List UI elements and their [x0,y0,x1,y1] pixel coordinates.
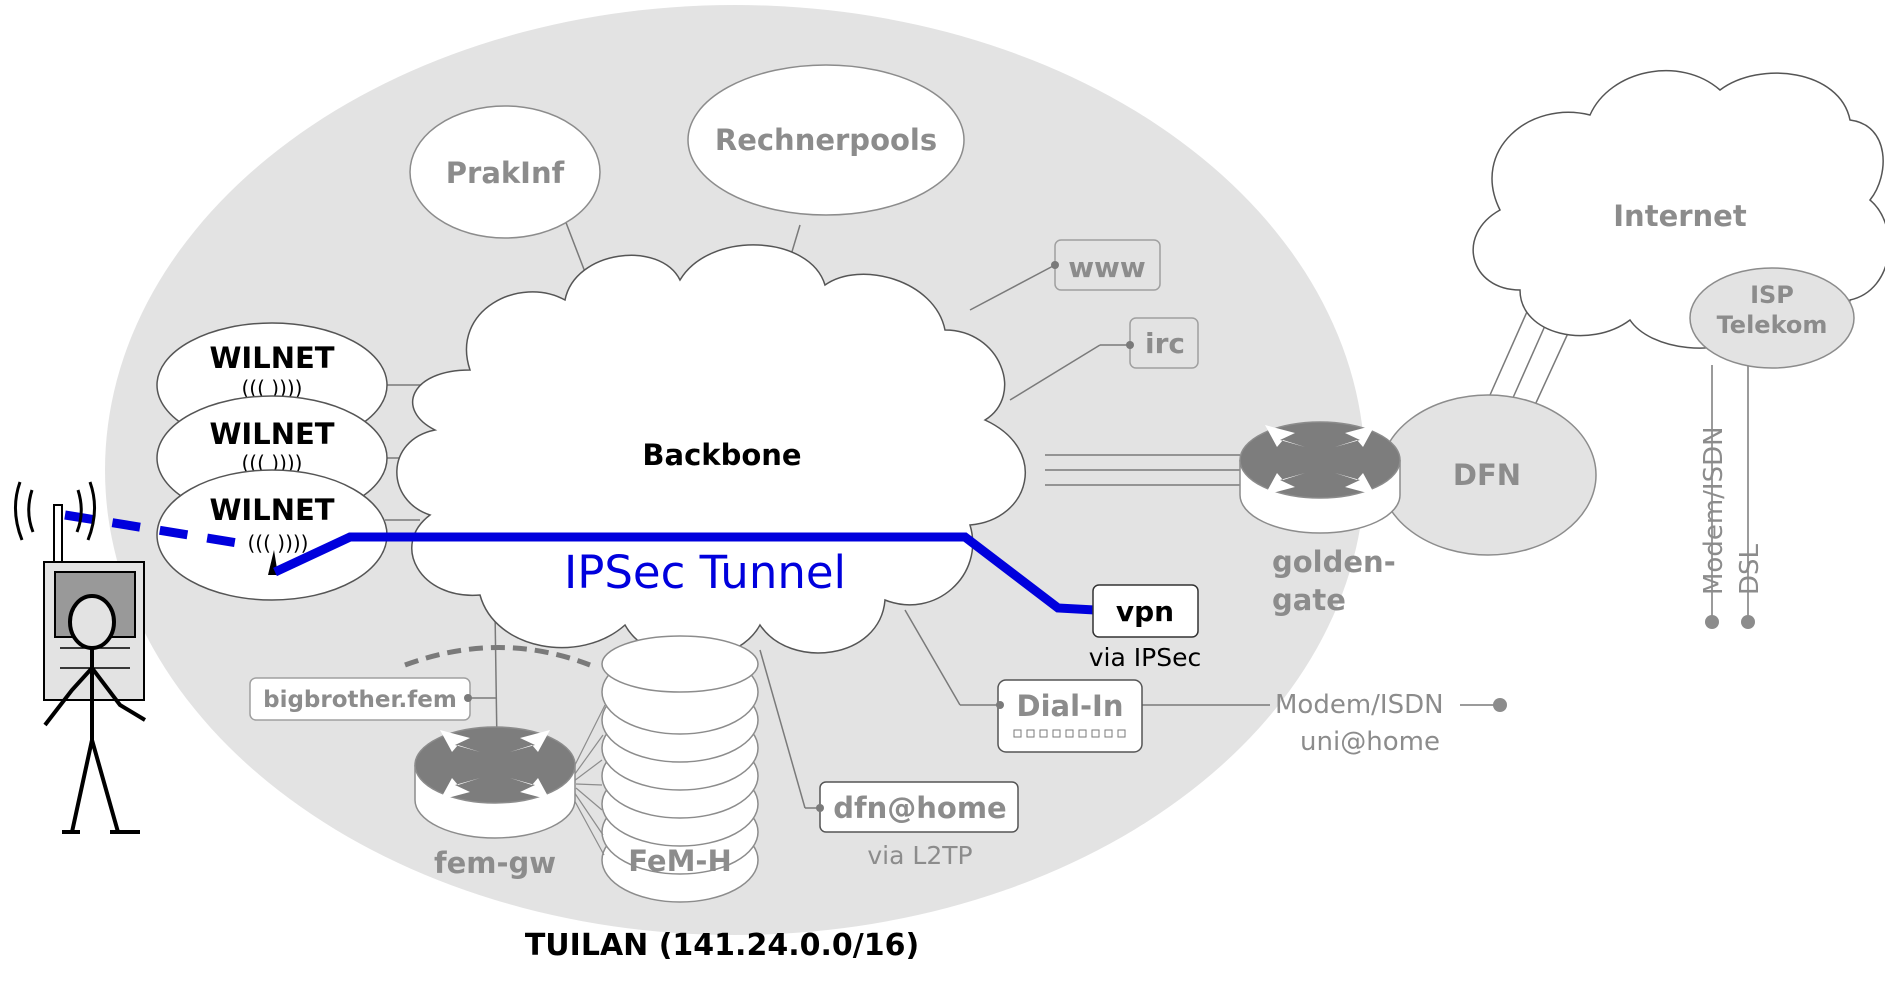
wilnet-label-3: WILNET [209,493,334,527]
isp-label-2: Telekom [1717,311,1828,339]
wilnet-label-1: WILNET [209,341,334,375]
vpn-label: vpn [1116,595,1174,628]
router-icon [414,726,576,839]
uni-home-label: uni@home [1300,727,1440,757]
golden-gate-label-2: gate [1272,583,1346,617]
dsl-endpoint-dot [1741,615,1755,629]
dsl-label: DSL [1735,543,1765,595]
irc-label: irc [1145,327,1185,360]
rechnerpools-node [687,64,965,216]
wilnet-label-2: WILNET [209,417,334,451]
rechnerpools-label: Rechnerpools [715,123,937,157]
prakinf-node [409,105,601,239]
modem-isdn-label: Modem/ISDN [1699,426,1729,595]
bigbrother-label: bigbrother.fem [263,687,457,713]
uni-home-endpoint-dot [1493,698,1507,712]
backbone-label: Backbone [642,438,801,472]
isp-label-1: ISP [1750,281,1794,309]
ipsec-tunnel-label: IPSec Tunnel [564,546,846,599]
fem-gw-label: fem-gw [434,846,556,880]
vpn-box [1092,584,1199,638]
router-icon [1239,421,1401,534]
golden-gate-label-1: golden- [1272,545,1396,579]
modem-endpoint-dot [1705,615,1719,629]
www-label: www [1068,251,1146,284]
internet-label: Internet [1613,199,1747,233]
dial-in-label: Dial-In [1017,689,1124,723]
wifi-waves-icon: ((( )))) [248,531,309,555]
antenna-icon [53,504,63,566]
connector-lines [380,219,1500,809]
server-links [569,704,606,856]
modem-isdn-uni-label: Modem/ISDN [1275,690,1444,720]
dfn-home-sublabel: via L2TP [867,841,972,870]
surveillance-arc [404,645,591,668]
ipsec-tunnel-line [273,532,1096,615]
wireless-link [64,510,251,550]
vpn-sublabel: via IPSec [1089,643,1201,672]
page-title: TUILAN (141.24.0.0/16) [525,928,919,963]
modem-leds [1013,729,1126,738]
prakinf-label: PrakInf [446,156,565,190]
fem-h-label: FeM-H [628,844,731,878]
backbone-cloud [396,244,1026,660]
stick-figure [43,594,147,834]
dfn-label: DFN [1453,458,1521,492]
dfn-home-label: dfn@home [833,791,1006,825]
isp-node [1689,267,1855,369]
server-stack-icon [601,635,759,903]
user-figure-icon [14,481,96,541]
